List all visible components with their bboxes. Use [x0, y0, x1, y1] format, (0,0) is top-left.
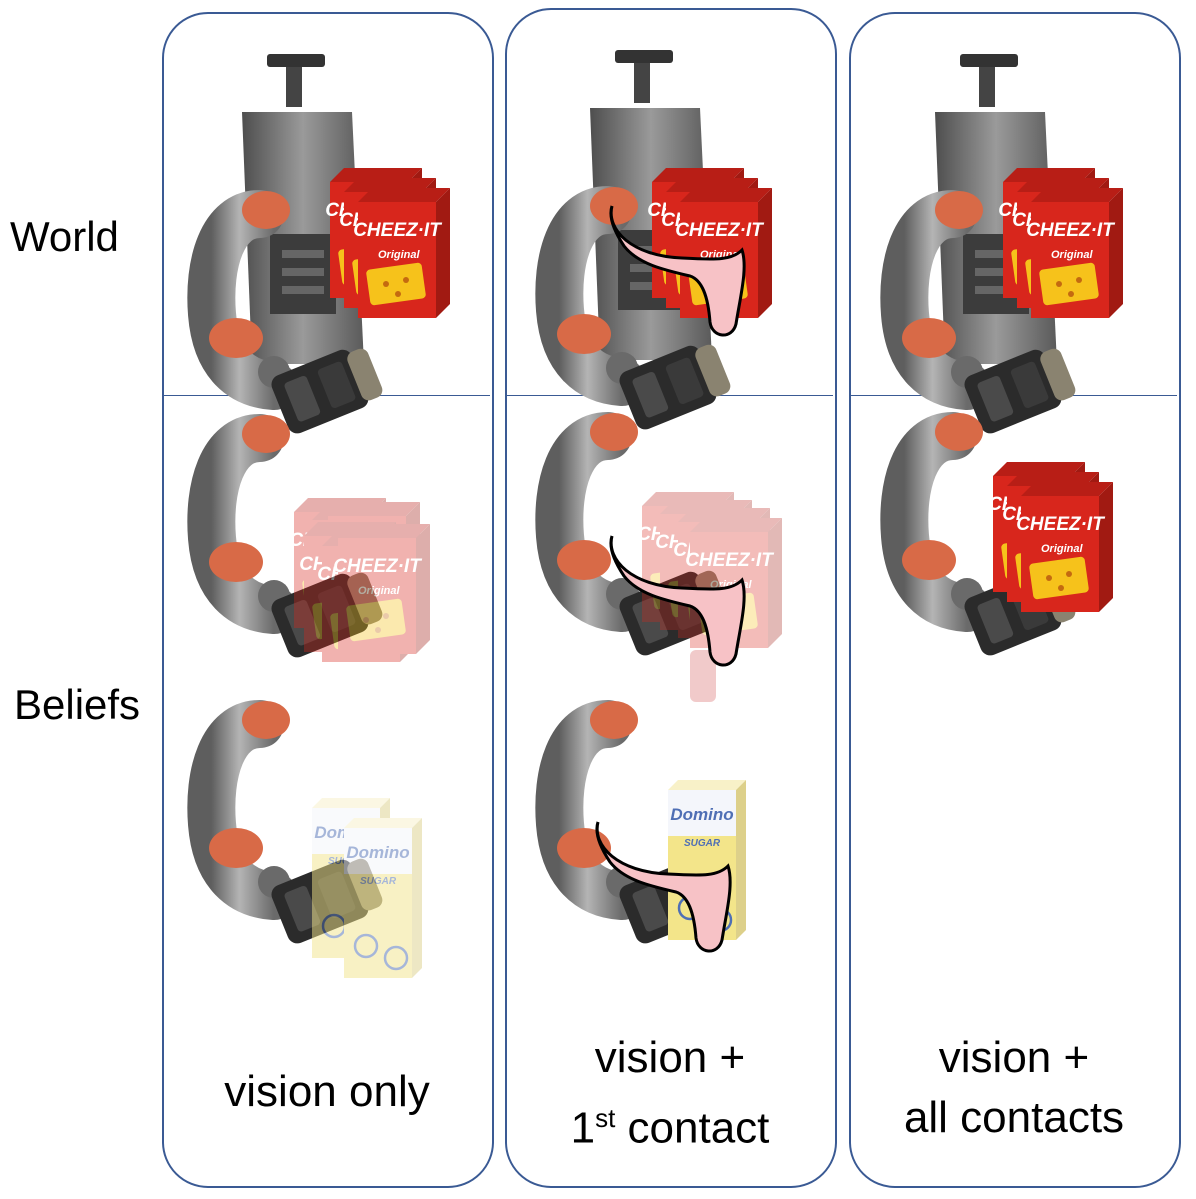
- world-vision-first-contact: [557, 50, 772, 432]
- belief-all-contacts-cheezit: [902, 413, 1113, 658]
- caption-vision-only-text: vision only: [224, 1067, 430, 1116]
- world-vision-only: [209, 54, 450, 436]
- belief-first-contact-domino: [557, 701, 746, 951]
- world-vision-all-contacts: [902, 54, 1123, 436]
- caption-vision-all-contacts-line1: vision +: [938, 1033, 1090, 1082]
- caption-vision-all-contacts: vision + all contacts: [851, 1028, 1177, 1148]
- belief-vision-only-domino: [209, 701, 424, 980]
- belief-first-contact-cheezit: [557, 413, 782, 702]
- belief-vision-only-cheezit: [209, 415, 430, 662]
- caption-vision-first-contact-line1: vision +: [594, 1033, 746, 1082]
- caption-vision-all-contacts-line2: all contacts: [903, 1093, 1125, 1142]
- row-label-world: World: [10, 213, 119, 260]
- caption-vision-only: vision only: [164, 1062, 490, 1122]
- caption-vision-first-contact: vision + 1st contact: [507, 1028, 833, 1159]
- row-label-beliefs: Beliefs: [14, 681, 141, 728]
- caption-vision-first-contact-line2: 1st contact: [570, 1103, 770, 1153]
